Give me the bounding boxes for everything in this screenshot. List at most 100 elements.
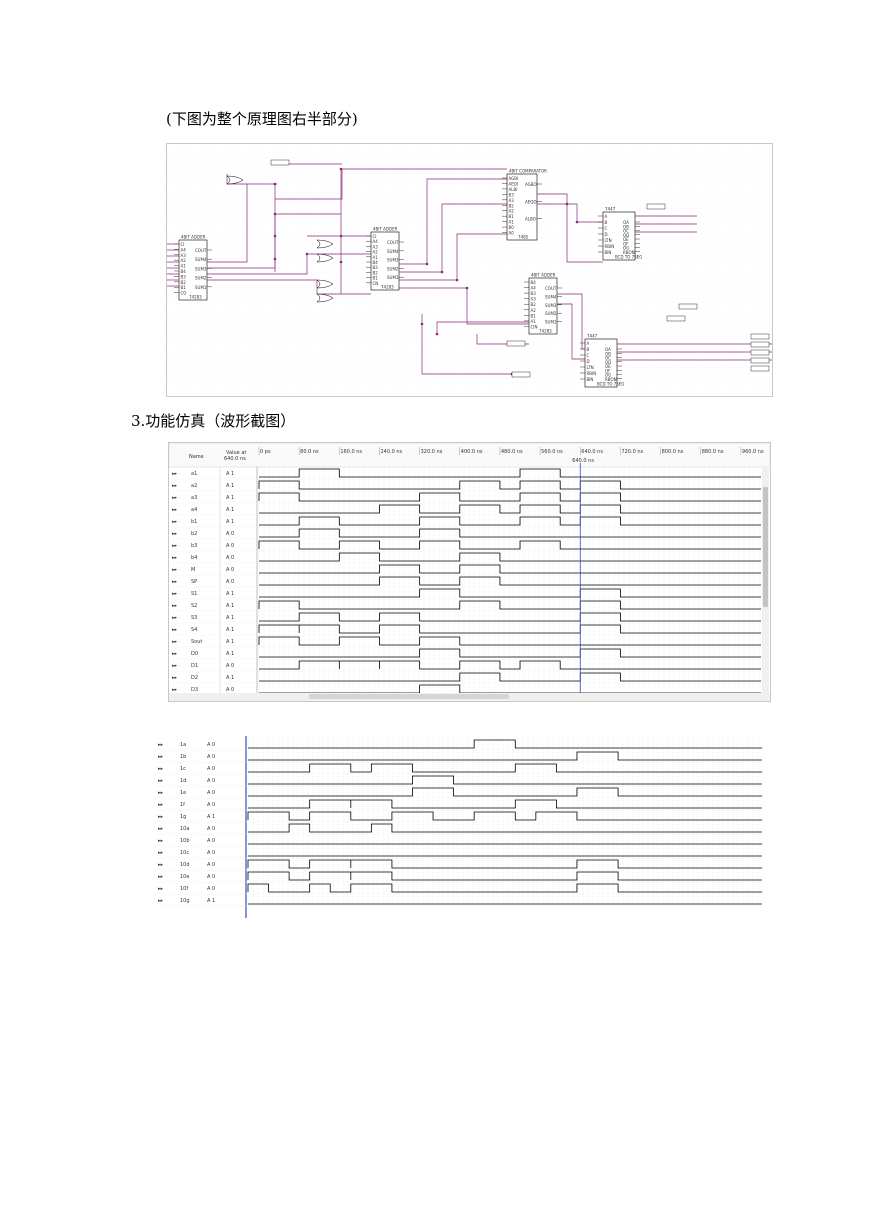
signal-value: A 1	[226, 495, 234, 501]
signal-name: D2	[191, 675, 198, 681]
port-label: CI	[181, 242, 185, 247]
signal-name: 10b	[180, 838, 190, 844]
signal-value: A 1	[226, 627, 234, 633]
xor-gate	[316, 279, 334, 289]
port-label: B2	[509, 203, 515, 208]
port-label: A2	[531, 308, 537, 313]
signal-name: 10a	[180, 826, 189, 832]
wire	[399, 203, 507, 273]
port-label: SUM1	[387, 275, 399, 280]
port-label: B1	[531, 313, 537, 318]
pin-icon: ▸▸	[172, 519, 178, 525]
signal-name: S1	[191, 591, 197, 597]
pin-icon: ▸▸	[172, 555, 178, 561]
wire	[399, 233, 507, 281]
io-pin	[666, 315, 686, 322]
junction-dot	[420, 322, 424, 326]
port-label: OG	[605, 373, 611, 378]
port-label: A1	[181, 264, 187, 269]
h-scroll-thumb	[309, 694, 509, 699]
signal-name: 1c	[180, 766, 186, 772]
signal-value: A 0	[207, 790, 215, 796]
signal-name: a2	[191, 483, 197, 489]
pin-icon: ▸▸	[172, 663, 178, 669]
signal-trace	[248, 775, 762, 785]
signal-value: A 0	[207, 862, 215, 868]
signal-name: 10e	[180, 874, 189, 880]
time-label: 240.0 ns	[380, 449, 402, 455]
component-title: 7447	[587, 334, 598, 339]
signal-value: A 0	[226, 531, 234, 537]
port-label: OD	[605, 360, 611, 365]
component-title: 7447	[605, 207, 616, 212]
port-label: A4	[531, 286, 537, 291]
port-label: A3	[181, 253, 187, 258]
port-label: B3	[181, 274, 187, 279]
pin-icon: ▸▸	[158, 766, 164, 772]
signal-trace	[248, 763, 762, 773]
port-label: SUM1	[545, 320, 557, 325]
time-label: 320.0 ns	[421, 449, 443, 455]
pin-icon: ▸▸	[172, 651, 178, 657]
simulation-caption: 3.功能仿真（波形截图）	[131, 412, 296, 430]
pin-icon: ▸▸	[172, 603, 178, 609]
port-label: B0	[509, 225, 515, 230]
component-inst: 74283	[539, 329, 552, 334]
port-label: B2	[531, 302, 537, 307]
port-label: SUM3	[195, 266, 207, 271]
port-label: SUM2	[545, 311, 557, 316]
component-title: 4BIT COMPARATOR	[509, 169, 547, 174]
time-label: 400.0 ns	[461, 449, 483, 455]
port-label: A1	[509, 220, 515, 225]
io-pin	[750, 365, 770, 372]
port-label: B1	[509, 214, 515, 219]
wire	[207, 253, 371, 275]
port-label: OA	[623, 220, 629, 225]
pin-icon: ▸▸	[172, 675, 178, 681]
wire	[537, 203, 603, 223]
signal-value: A 0	[207, 766, 215, 772]
signal-trace	[259, 516, 761, 526]
junction-dot	[465, 286, 469, 290]
signal-name: M	[191, 567, 195, 573]
port-label: RBIN	[605, 244, 615, 249]
port-label: SUM2	[195, 276, 207, 281]
pin-icon: ▸▸	[158, 862, 164, 868]
signal-value: A 0	[207, 742, 215, 748]
port-label: B3	[509, 192, 515, 197]
port-label: B	[605, 220, 608, 225]
xor-gate	[316, 253, 334, 263]
pin-icon: ▸▸	[172, 531, 178, 537]
port-label: A2	[181, 258, 187, 263]
wire	[399, 178, 507, 265]
signal-name: 10f	[180, 886, 188, 892]
signal-trace	[259, 612, 761, 622]
io-pin	[506, 340, 526, 347]
pin-icon: ▸▸	[172, 615, 178, 621]
port-label: B2	[373, 270, 379, 275]
signal-trace	[259, 672, 761, 682]
schematic-component: 7447ABCDLTNRBINBINOAOBOCODOEOFOGRBONBCD …	[598, 207, 642, 261]
signal-name: a3	[191, 495, 197, 501]
junction-dot	[273, 212, 277, 216]
port-label: B2	[181, 280, 187, 285]
schematic-diagram: 4BIT ADDERCIA4A3A2A1B4B3B2B1COCOUTSUM4SU…	[167, 144, 772, 396]
signal-trace	[247, 811, 762, 821]
port-label: SUM1	[195, 285, 207, 290]
schematic-component: 4BIT COMPARATORAGBIAEQIALBIB3A3B2A2B1A1B…	[502, 169, 547, 241]
port-label: B1	[181, 285, 187, 290]
io-pin	[678, 303, 698, 310]
signal-value: A 1	[226, 483, 234, 489]
port-label: C	[587, 353, 590, 358]
io-pin	[750, 341, 770, 348]
signal-trace	[259, 528, 761, 538]
signal-value: A 0	[207, 778, 215, 784]
pin-icon: ▸▸	[172, 543, 178, 549]
port-label: A4	[373, 239, 379, 244]
signal-trace	[258, 636, 761, 646]
signal-name: SP	[191, 579, 197, 585]
port-label: CI	[373, 234, 377, 239]
wave-bg	[156, 736, 764, 918]
signal-value: A 0	[207, 850, 215, 856]
